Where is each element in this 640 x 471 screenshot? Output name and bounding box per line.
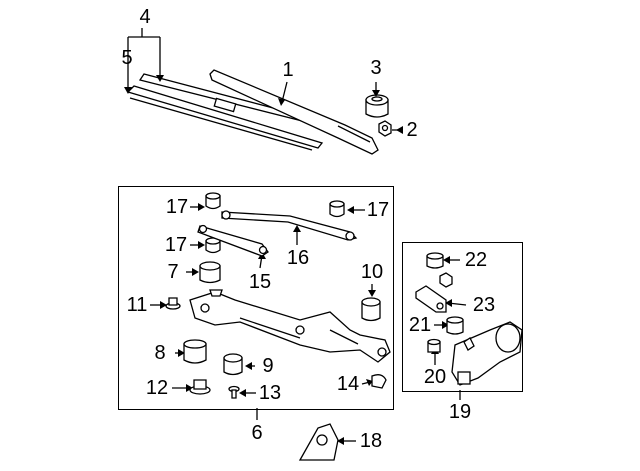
wiper-arm xyxy=(209,69,379,155)
bushing xyxy=(183,339,207,364)
bushing xyxy=(223,353,243,376)
callout-3: 3 xyxy=(370,57,382,79)
grommet xyxy=(205,192,345,254)
grommet xyxy=(426,252,453,288)
link-rod xyxy=(197,210,358,257)
callout-18: 18 xyxy=(359,430,383,452)
callout-2: 2 xyxy=(406,119,418,141)
bolt xyxy=(165,297,181,310)
callout-1: 1 xyxy=(282,59,294,81)
bushing xyxy=(199,261,221,284)
callout-17: 17 xyxy=(165,196,189,218)
callout-19: 19 xyxy=(448,401,472,423)
wiper-motor xyxy=(451,321,523,386)
clip xyxy=(371,374,387,389)
bushing xyxy=(361,297,381,322)
callout-21: 21 xyxy=(408,314,432,336)
callout-16: 16 xyxy=(286,247,310,269)
callout-14: 14 xyxy=(336,373,360,395)
arm-nut xyxy=(378,120,392,137)
wiper-linkage-frame xyxy=(189,289,391,363)
bushing xyxy=(446,316,464,335)
linkage-assembly-box xyxy=(118,186,394,410)
callout-13: 13 xyxy=(258,382,282,404)
cap xyxy=(427,338,441,353)
callout-15: 15 xyxy=(248,271,272,293)
callout-23: 23 xyxy=(472,294,496,316)
callout-12: 12 xyxy=(145,377,169,399)
callout-10: 10 xyxy=(360,261,384,283)
nut xyxy=(189,379,211,395)
cover xyxy=(298,423,339,461)
callout-6: 6 xyxy=(251,422,263,444)
callout-20: 20 xyxy=(423,366,447,388)
callout-4: 4 xyxy=(139,6,151,28)
callout-8: 8 xyxy=(154,342,166,364)
crank-arm xyxy=(415,285,447,313)
callout-5: 5 xyxy=(121,47,133,69)
screw xyxy=(228,385,240,399)
motor-assembly-box xyxy=(402,242,523,392)
callout-9: 9 xyxy=(262,355,274,377)
callout-17: 17 xyxy=(164,234,188,256)
callout-22: 22 xyxy=(464,249,488,271)
callout-11: 11 xyxy=(126,294,148,316)
arm-cap xyxy=(365,94,389,118)
callout-17: 17 xyxy=(366,199,390,221)
callout-7: 7 xyxy=(167,261,179,283)
